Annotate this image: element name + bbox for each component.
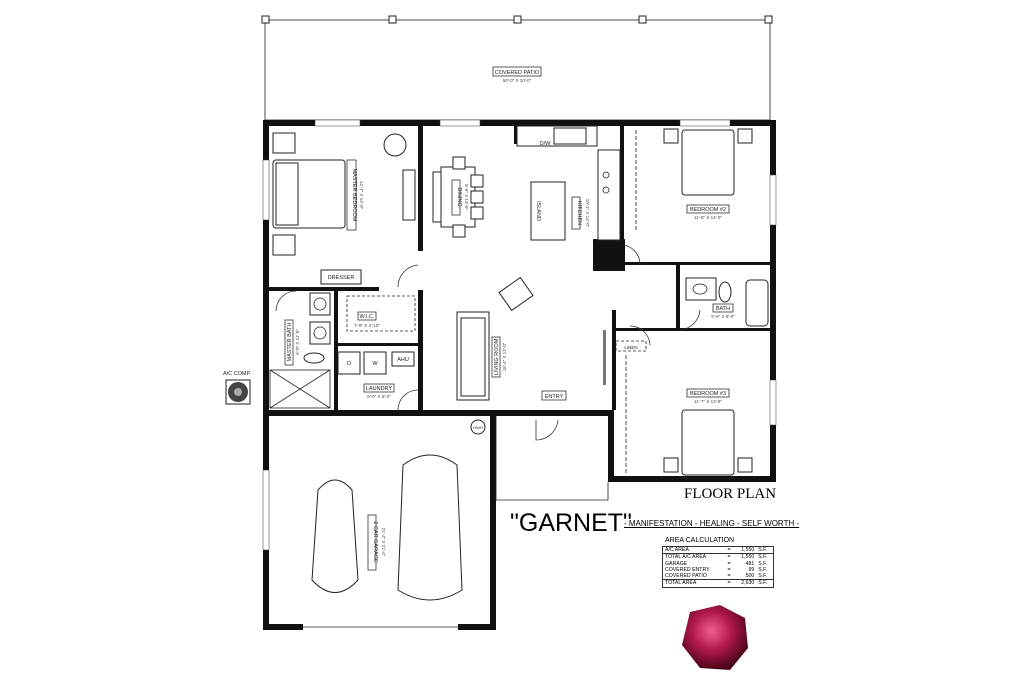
armchair-icon (383, 133, 407, 157)
ahu-label: AHU (397, 357, 409, 363)
plan-tagline: - MANIFESTATION - HEALING - SELF WORTH - (624, 519, 800, 528)
row-unit: S.F. (758, 566, 768, 573)
entry-label: ENTRY (545, 394, 564, 400)
dining-label: DINING (456, 187, 462, 206)
patio-dim: 50'-0" X 10'-0" (503, 78, 532, 83)
bath-label: BATH (716, 306, 730, 312)
bath-dim: 5'-6" X 8'-0" (711, 314, 735, 319)
bedroom-2: BEDROOM #2 11'-8" X 14'-0" (635, 128, 753, 232)
row-unit: S.F. (756, 546, 774, 555)
garage-dim: 21'-4" X 21'-4" (381, 528, 386, 557)
laundry-dim: 8'-0" X 6'-0" (367, 394, 391, 399)
wic-dim: 7'-9" X 4'-10" (354, 323, 380, 328)
kitchen-label: KITCHEN (576, 201, 582, 225)
row-label: COVERED PATIO (662, 573, 726, 581)
master-bath-label: MASTER BATH (287, 323, 293, 362)
bedroom-3: LINEN BEDROOM #3 11'-7" X 13'-8" (615, 340, 753, 476)
row-eq: = (727, 580, 731, 587)
row-value: 99 (748, 566, 755, 573)
row-value: 481 (745, 560, 755, 567)
laundry-room: D W AHU LAUNDRY 8'-0" X 6'-0" (337, 351, 415, 399)
master-bath: MASTER BATH 6'-0" X 11'-5" (269, 292, 331, 409)
car-icon (311, 479, 359, 593)
garnet-gem-image (682, 605, 748, 670)
row-label: GARAGE (665, 560, 688, 567)
garage-label: 2 CAR GARAGE (372, 521, 378, 563)
master-bedroom-dim: 14'-7" X 14'-0" (359, 181, 364, 210)
dining-area: DINING 9'-6" X 13'-0" (432, 156, 484, 238)
row-unit: S.F. (758, 554, 768, 561)
ac-compressor: A/C COMP. (223, 371, 251, 405)
row-label: COVERED ENTRY (665, 566, 710, 573)
row-eq: = (727, 554, 731, 561)
kitchen: D/W ISLAND KITCHEN 10'-1" X 14'-0" (516, 125, 621, 241)
walk-in-closet: W.I.C. 7'-9" X 4'-10" (346, 295, 416, 332)
wic-label: W.I.C. (360, 314, 375, 320)
master-bedroom-label: MASTER BEDROOM (351, 169, 357, 222)
row-label: TOTAL AREA (665, 580, 697, 587)
row-unit: S.F. (758, 560, 768, 567)
hall-bath: BATH 5'-6" X 8'-0" (685, 277, 769, 327)
row-eq: = (725, 546, 735, 555)
car-icon (397, 454, 463, 601)
washer-label: W (372, 361, 378, 367)
garage: 2 CAR GARAGE 21'-4" X 21'-4" (311, 454, 463, 601)
area-calculation-title: AREA CALCULATION (665, 537, 735, 544)
plan-name: "GARNET" (510, 509, 632, 537)
row-unit: S.F. (756, 573, 774, 581)
floor-plan-heading: FLOOR PLAN (684, 486, 777, 502)
row-label: A/C AREA (662, 546, 726, 555)
entry-porch (495, 416, 609, 501)
dresser-label: DRESSER (328, 275, 355, 281)
bedroom-3-dim: 11'-7" X 13'-8" (694, 399, 722, 404)
bedroom-2-dim: 11'-8" X 14'-0" (694, 215, 722, 220)
row-eq: = (725, 573, 735, 581)
row-value: 500 (734, 573, 757, 581)
exterior-walls (262, 119, 777, 630)
row-value: 2,630 (741, 580, 755, 587)
patio-label: COVERED PATIO (495, 70, 540, 76)
master-bedroom: MASTER BEDROOM 14'-7" X 14'-0" DRESSER (272, 132, 416, 285)
row-eq: = (727, 566, 731, 573)
row-eq: = (727, 560, 731, 567)
dryer-label: D (347, 361, 351, 367)
row-value: 1,550 (734, 546, 757, 555)
ac-comp-label: A/C COMP. (223, 371, 251, 377)
laundry-label: LAUNDRY (366, 386, 393, 392)
living-room-dim: 18'-4" X 13'-0" (502, 342, 507, 371)
bedroom-2-label: BEDROOM #2 (690, 207, 726, 213)
dining-dim: 9'-6" X 13'-0" (464, 184, 469, 210)
covered-patio: COVERED PATIO 50'-0" X 10'-0" (261, 15, 773, 121)
bed-icon (681, 129, 735, 196)
dishwasher-label: D/W (540, 141, 552, 147)
living-room-label: LIVING ROOM (494, 338, 500, 375)
bedroom-3-label: BEDROOM #3 (690, 391, 726, 397)
row-unit: S.F. (758, 580, 768, 587)
bed-icon (681, 409, 735, 476)
row-value: 1,550 (741, 554, 755, 561)
master-bath-dim: 6'-0" X 11'-5" (295, 329, 300, 355)
doors (275, 244, 701, 441)
kitchen-dim: 10'-1" X 14'-0" (585, 199, 590, 228)
hwh-label: HWH (473, 425, 483, 430)
kitchen-island (530, 181, 566, 241)
interior-walls (269, 126, 774, 410)
island-label: ISLAND (535, 201, 541, 221)
row-label: TOTAL A/C AREA (665, 554, 707, 561)
linen-label: LINEN (624, 345, 637, 350)
living-room: LIVING ROOM 18'-4" X 13'-0" ENTRY HWH (456, 276, 606, 435)
